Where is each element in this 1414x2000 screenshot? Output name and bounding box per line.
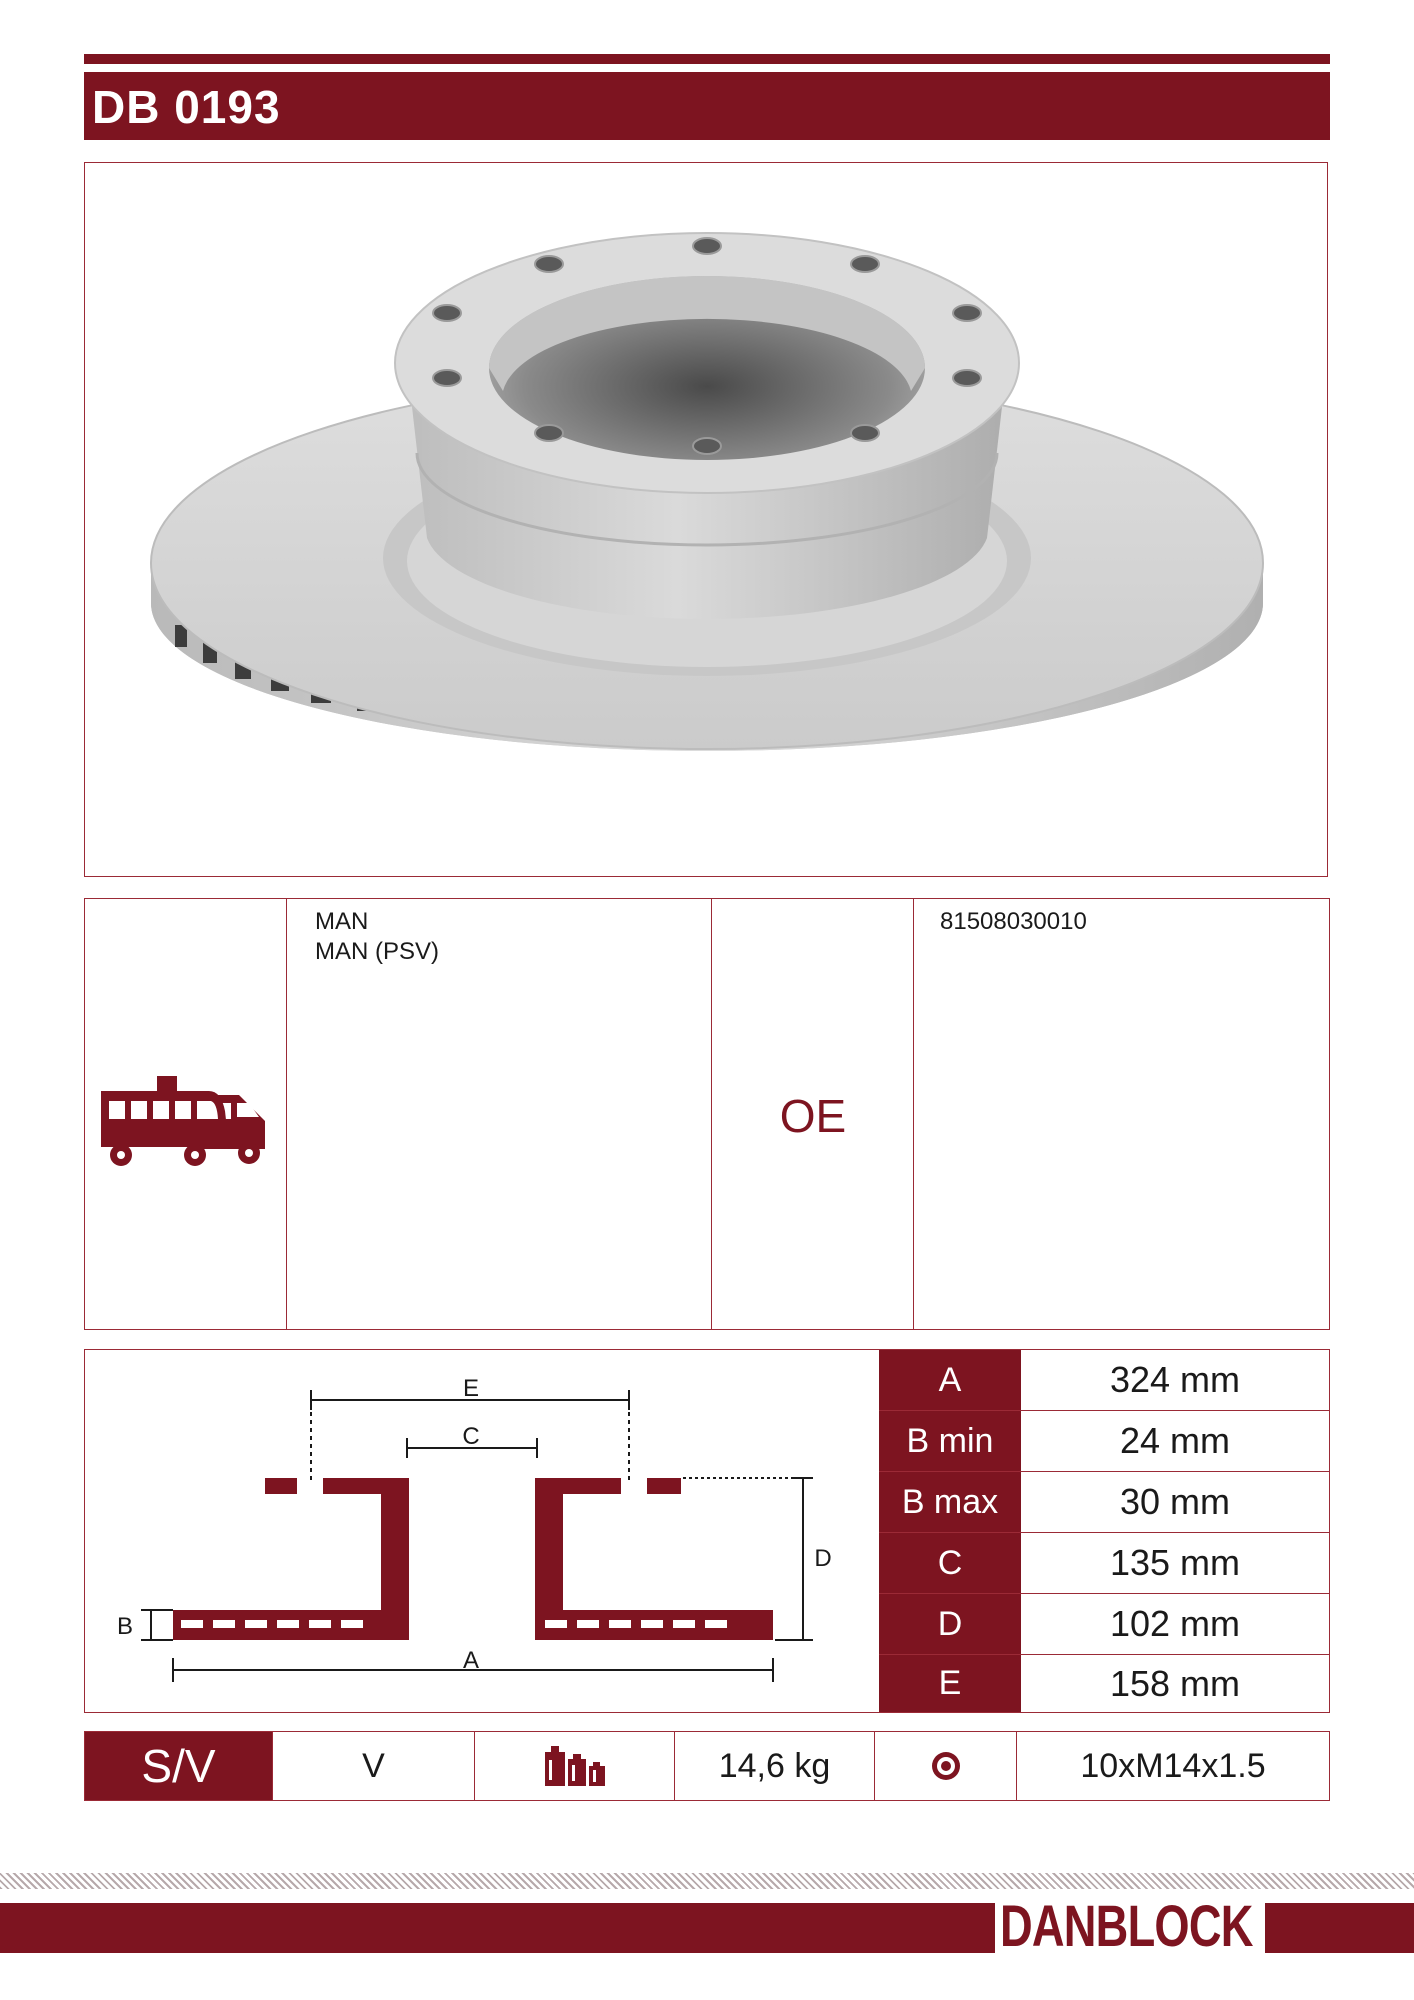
row-divider <box>879 1532 1329 1533</box>
brake-disc-image <box>150 232 1264 751</box>
label-e: E <box>463 1375 479 1402</box>
dimension-value: 102 mm <box>1109 1603 1241 1644</box>
dimension-row: D 102 mm <box>879 1594 1329 1654</box>
label-d: D <box>814 1545 831 1572</box>
dimension-value: 30 mm <box>1119 1481 1231 1522</box>
oe-number: 81508030010 <box>940 908 1087 935</box>
header-rule <box>84 54 1330 64</box>
dimension-label: C <box>879 1533 1021 1593</box>
row-divider <box>879 1410 1329 1411</box>
row-divider <box>879 1471 1329 1472</box>
dimension-label: A <box>879 1350 1021 1410</box>
product-image-panel <box>84 162 1328 877</box>
bolt-pattern-value: 10xM14x1.5 <box>1080 1746 1266 1785</box>
dimension-label: B max <box>879 1472 1021 1532</box>
weight-icon-cell <box>475 1732 675 1800</box>
footer-hatch <box>0 1873 1414 1889</box>
dimension-row: E 158 mm <box>879 1655 1329 1712</box>
row-divider <box>879 1593 1329 1594</box>
disc-type-value: V <box>273 1732 475 1800</box>
label-b: B <box>117 1613 133 1640</box>
dimension-value: 135 mm <box>1109 1542 1241 1583</box>
label-a: A <box>463 1647 479 1674</box>
dimension-value: 324 mm <box>1109 1359 1241 1400</box>
weight-value: 14,6 kg <box>675 1732 875 1800</box>
vehicle-type-cell <box>85 899 287 1329</box>
oe-number-cell: 81508030010 <box>914 899 1329 1329</box>
dimension-label: E <box>879 1655 1021 1712</box>
dimension-row: B min 24 mm <box>879 1411 1329 1471</box>
brand-logo: DANBLOCK <box>1000 1894 1253 1959</box>
weights-icon <box>544 1746 605 1786</box>
dimension-panel: E C D B A A 324 mm B min 24 mm B max 30 … <box>84 1349 1330 1713</box>
dimension-table: A 324 mm B min 24 mm B max 30 mm C 135 m… <box>879 1350 1329 1712</box>
dimension-label: D <box>879 1594 1021 1654</box>
dimension-row: B max 30 mm <box>879 1472 1329 1532</box>
oe-label-cell: OE <box>712 899 914 1329</box>
brand-box <box>995 1895 1265 1963</box>
spec-bar: S/V V 14,6 kg 10xM14x1.5 <box>84 1731 1330 1801</box>
bolt-icon-cell <box>875 1732 1017 1800</box>
dimension-value: 24 mm <box>1119 1420 1231 1461</box>
make-item: MAN <box>315 908 369 935</box>
oe-label: OE <box>779 1090 847 1142</box>
title-bar: DB 0193 <box>84 72 1330 140</box>
make-item: MAN (PSV) <box>315 938 440 965</box>
disc-type-label: S/V <box>85 1732 273 1800</box>
label-c: C <box>462 1423 479 1450</box>
product-code: DB 0193 <box>92 81 281 133</box>
dimension-row: C 135 mm <box>879 1533 1329 1593</box>
dimension-value: 158 mm <box>1109 1662 1241 1704</box>
bus-truck-icon <box>101 1076 265 1166</box>
row-divider <box>879 1654 1329 1655</box>
dimension-label: B min <box>879 1411 1021 1471</box>
bolt-hole-icon <box>931 1752 960 1780</box>
application-table: MAN MAN (PSV) OE 81508030010 <box>84 898 1330 1330</box>
vehicle-make-cell: MAN MAN (PSV) <box>287 899 712 1329</box>
dimension-row: A 324 mm <box>879 1350 1329 1410</box>
cross-section-diagram: E C D B A <box>117 1375 832 1682</box>
